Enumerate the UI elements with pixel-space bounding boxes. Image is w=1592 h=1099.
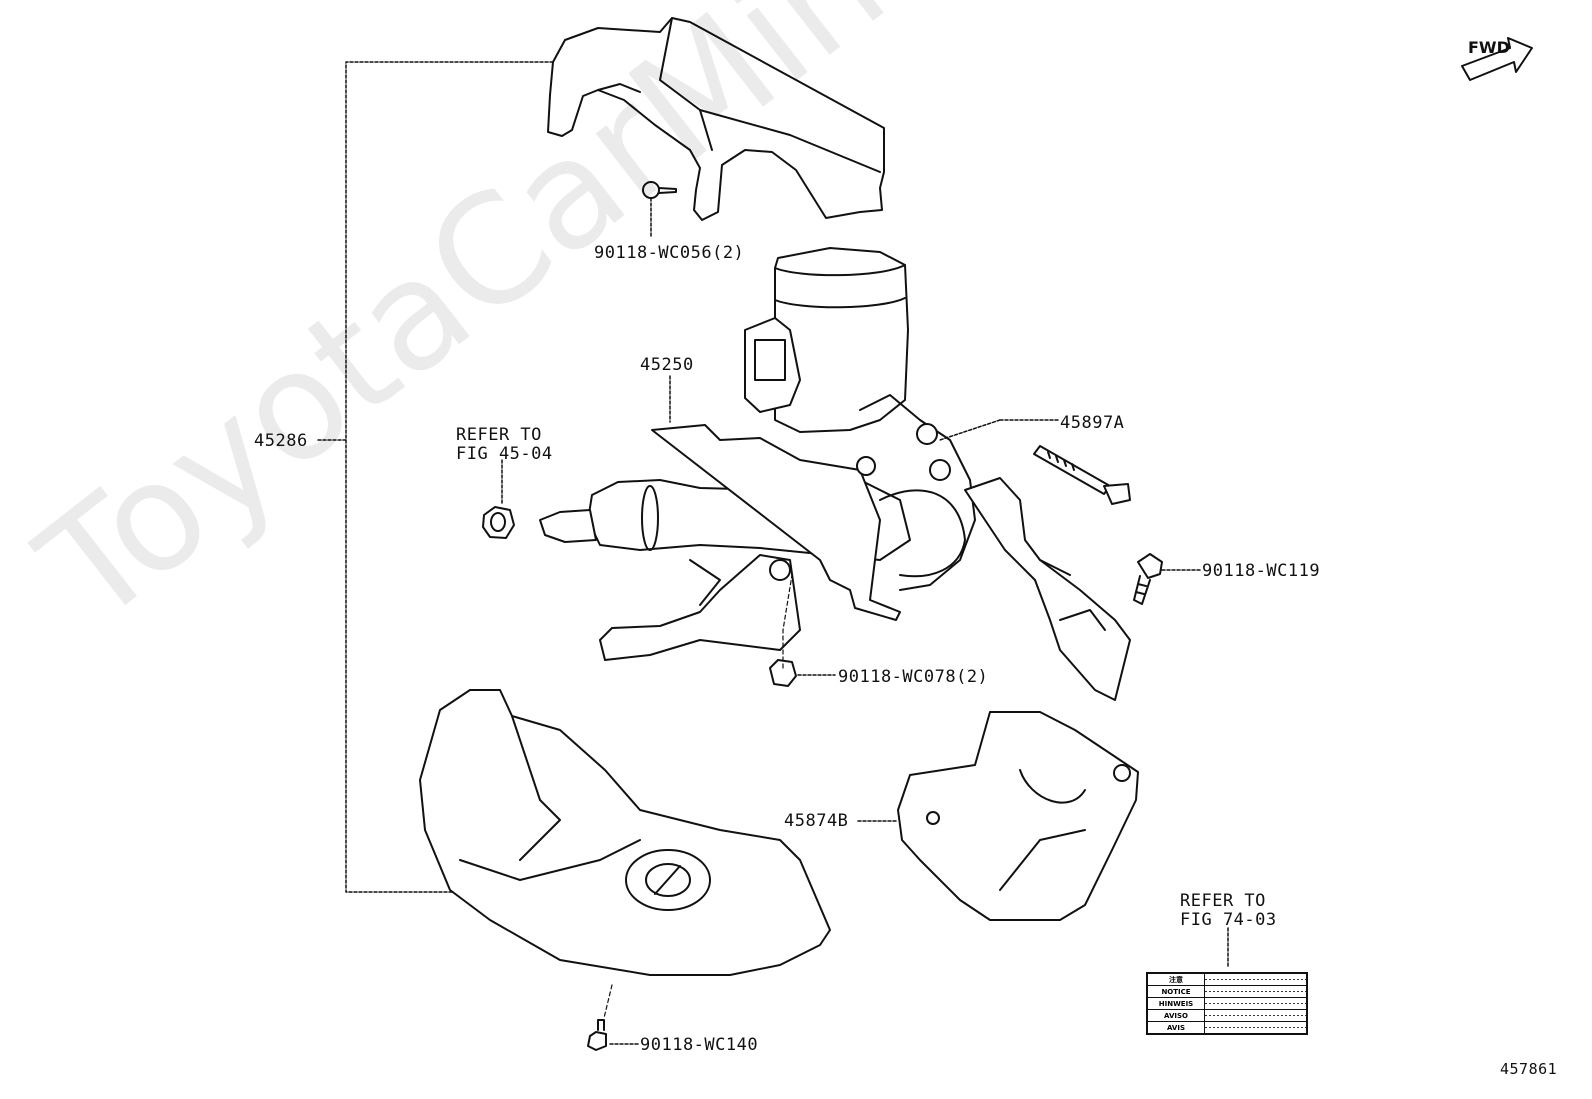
caution-row-label: AVISO [1146,1009,1205,1022]
callout-bolt-right: 90118-WC119 [1202,561,1321,581]
callout-45874b: 45874B [784,811,849,831]
intermediate-shaft [964,477,1131,701]
caution-row-label: 注意 [1146,972,1205,986]
caution-row-label: NOTICE [1146,985,1205,998]
callout-45250: 45250 [640,355,694,375]
assembly-bracket-line [345,61,554,893]
callout-nut-mid: 90118-WC078(2) [838,667,989,687]
caution-row: HINWEIS [1146,997,1308,1010]
fwd-direction-arrow [1461,37,1533,81]
nut-left [482,506,515,539]
callout-45286: 45286 [254,431,308,451]
lower-column-cover [419,689,831,976]
caution-row: AVIS [1146,1021,1308,1035]
leader-45897a [939,419,1061,441]
callout-screw-top: 90118-WC056(2) [594,243,745,263]
caution-row: NOTICE [1146,985,1308,998]
caution-row-label: AVIS [1146,1021,1205,1035]
bolt-right [1133,553,1163,605]
steering-column [539,394,976,661]
nut-middle [769,574,797,687]
caution-label: 注意 NOTICE HINWEIS AVISO AVIS [1146,972,1308,1035]
bolt-45897a [1033,445,1131,505]
screw-top [642,181,677,199]
figure-number: 457861 [1500,1060,1558,1078]
upper-column-cover [547,17,885,221]
callout-screw-bottom: 90118-WC140 [640,1035,759,1055]
callout-45897a: 45897A [1060,413,1125,433]
refer-left-line2: FIG 45-04 [456,444,553,464]
column-hole-cover [897,711,1139,921]
refer-left-line1: REFER TO [456,425,542,445]
screw-bottom [587,984,613,1051]
caution-row: 注意 [1146,972,1308,986]
refer-right-line2: FIG 74-03 [1180,910,1277,930]
eps-motor [744,247,909,433]
refer-right-line1: REFER TO [1180,891,1266,911]
caution-row-label: HINWEIS [1146,997,1205,1010]
fwd-badge: FWD [1468,38,1510,57]
caution-row: AVISO [1146,1009,1308,1022]
